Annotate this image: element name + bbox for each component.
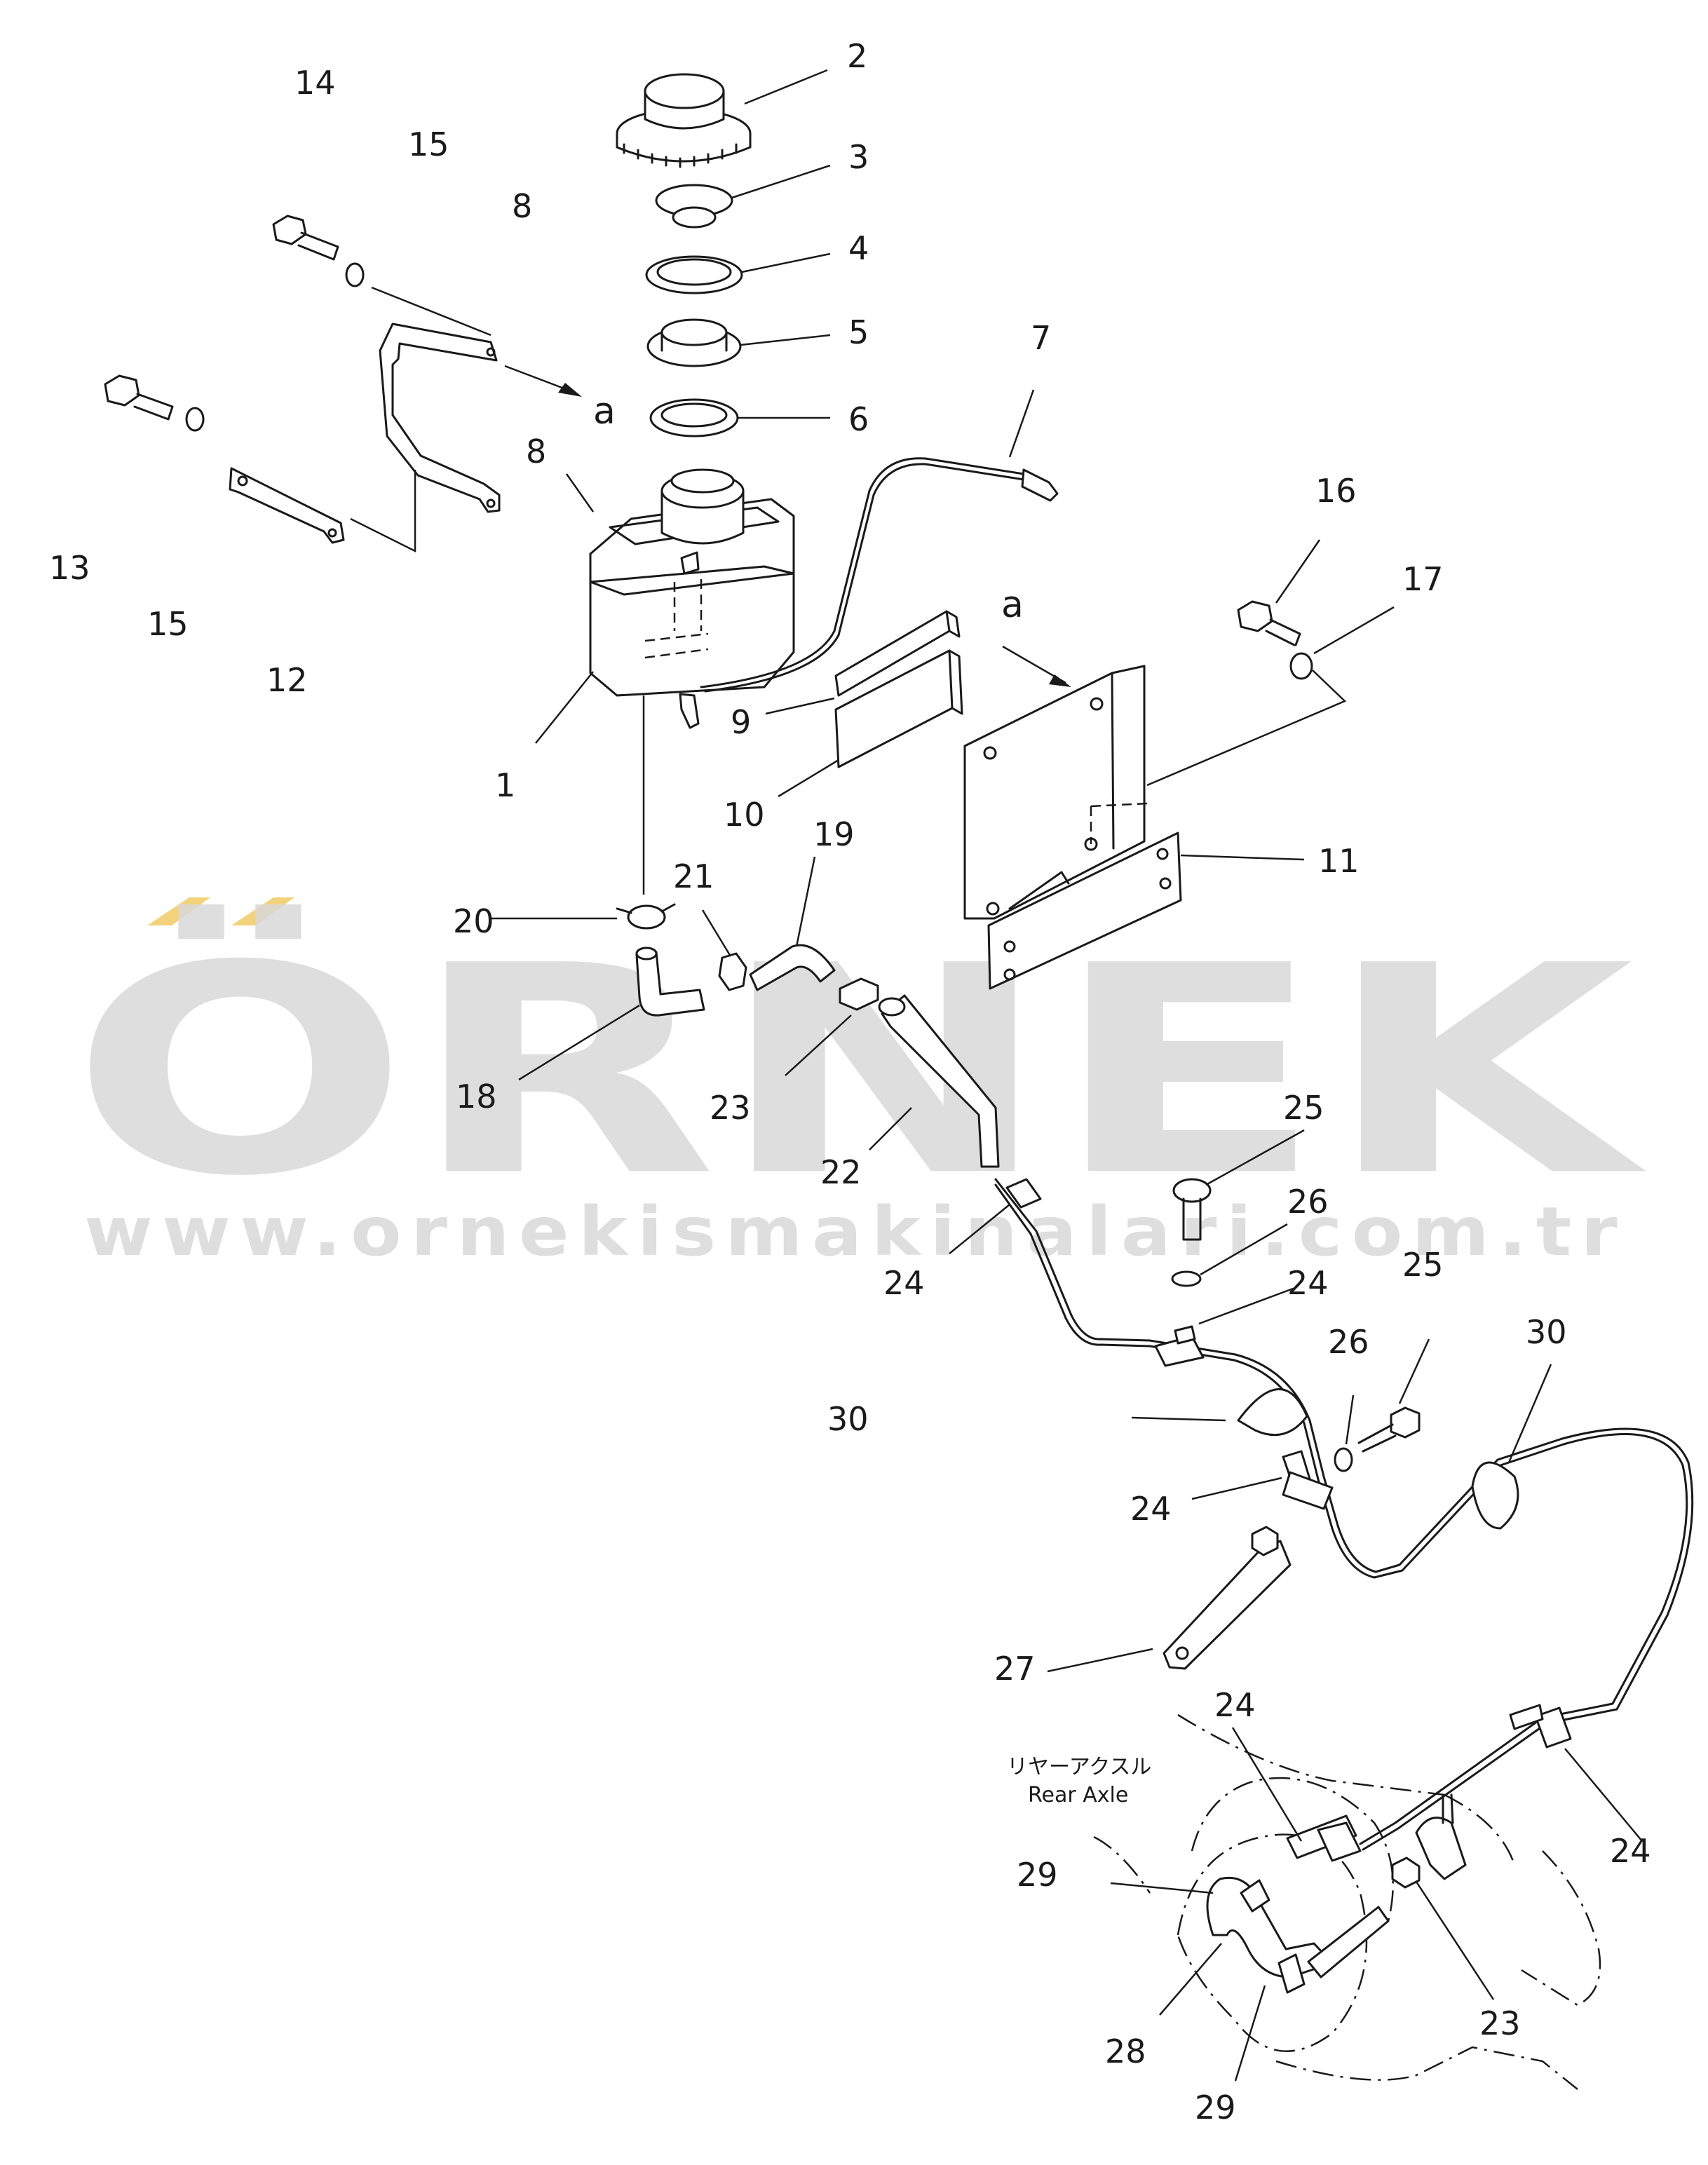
callout-26-b: 26 [1328,1323,1369,1361]
hose-19 [749,944,836,991]
callout-2: 2 [847,37,867,75]
view-indicator-a-left: a [593,391,616,433]
callout-12: 12 [266,661,308,699]
bracket-8-hole [486,347,496,357]
bracket-8-upper [379,323,501,513]
bolt-25-a [1172,1178,1212,1241]
bracket-12 [229,467,345,544]
callout-7: 7 [1031,319,1051,357]
view-indicator-a-right: a [1001,584,1024,626]
callout-25-b: 25 [1402,1246,1444,1284]
clamp-23 [839,977,879,1011]
clip-24-e [1286,1814,1362,1862]
clamp-20 [616,903,676,930]
callout-15-left: 15 [147,605,189,643]
cap-2 [616,73,752,168]
callout-28: 28 [1105,2032,1146,2070]
mounting-bracket-11 [963,665,1182,990]
callout-24-b: 24 [1287,1264,1329,1302]
callout-11: 11 [1318,842,1360,880]
bolt-14 [272,215,339,261]
reservoir-tank-1 [589,468,795,895]
bolt-16 [1237,600,1301,646]
clip-24-a [1005,1178,1042,1209]
callout-24-e: 24 [1610,1832,1651,1870]
washer-15-top [345,262,365,287]
callout-23-bottom: 23 [1479,2004,1521,2042]
clip-24-c [1282,1450,1334,1510]
callout-6: 6 [848,400,869,438]
callout-15-top: 15 [408,125,449,163]
rear-axle-label-jp: リヤーアクスル [1007,1755,1151,1779]
washer-17 [1289,652,1313,680]
callout-20: 20 [453,902,494,940]
callout-29-bottom: 29 [1195,2089,1236,2126]
callout-numbers: 14 15 8 2 3 4 5 6 7 13 15 12 8 1 9 10 16… [49,37,1651,2126]
callout-23-top: 23 [710,1089,751,1127]
callout-18: 18 [456,1078,497,1115]
sensor-cable-7 [700,457,1025,688]
strap-30-a [1237,1388,1308,1437]
callout-29-top: 29 [1017,1856,1058,1894]
callout-27: 27 [994,1650,1036,1688]
callout-14: 14 [294,64,336,102]
callout-30-a: 30 [827,1400,869,1438]
ring-6 [649,398,739,437]
seal-3 [655,184,733,229]
washer-26-b [1334,1447,1353,1472]
callout-9: 9 [731,703,751,741]
callout-8-tank: 8 [526,433,546,470]
callout-16: 16 [1315,472,1357,510]
callout-24-c: 24 [1130,1490,1172,1528]
callout-17: 17 [1402,560,1444,598]
callout-30-b: 30 [1526,1313,1567,1351]
brake-line [994,1183,1688,1845]
clip-24-b [1154,1325,1205,1367]
bracket-27 [1163,1540,1292,1670]
ring-4 [645,255,743,294]
bolt-13 [104,374,174,421]
callout-24-d: 24 [1214,1686,1256,1724]
filter-5 [646,318,742,367]
hose-22 [881,994,1000,1168]
clamp-21 [718,952,747,991]
strap-30-b [1471,1461,1519,1530]
hose-28 [1206,1876,1334,1979]
callout-24-a: 24 [883,1264,925,1302]
rear-axle-label-en: Rear Axle [1028,1783,1128,1807]
elbow-hose-18 [635,951,705,1017]
washer-26-a [1171,1270,1202,1287]
callout-5: 5 [848,313,869,351]
callout-1: 1 [495,766,515,804]
clip-24-d [1509,1704,1572,1749]
callout-25-a: 25 [1283,1089,1324,1127]
watermark-brand: ÖRNEK [70,902,1648,1239]
callout-19: 19 [813,815,855,853]
bolt-25-b [1357,1406,1421,1453]
watermark: ÖRNEK www.ornekismakinalari.com.tr [70,897,1648,1271]
callout-10: 10 [724,796,765,834]
washer-15-left [185,407,205,432]
rear-axle-outline [1093,1713,1601,2090]
callout-22: 22 [820,1153,862,1191]
callout-4: 4 [848,229,869,267]
watermark-accent-left [147,897,210,925]
callout-26-a: 26 [1287,1183,1329,1221]
callout-8-top: 8 [512,187,532,225]
watermark-url: www.ornekismakinalari.com.tr [84,1193,1627,1271]
callout-21: 21 [673,857,714,895]
watermark-accent-right [231,897,294,925]
callout-13: 13 [49,549,90,587]
callout-3: 3 [848,138,869,176]
